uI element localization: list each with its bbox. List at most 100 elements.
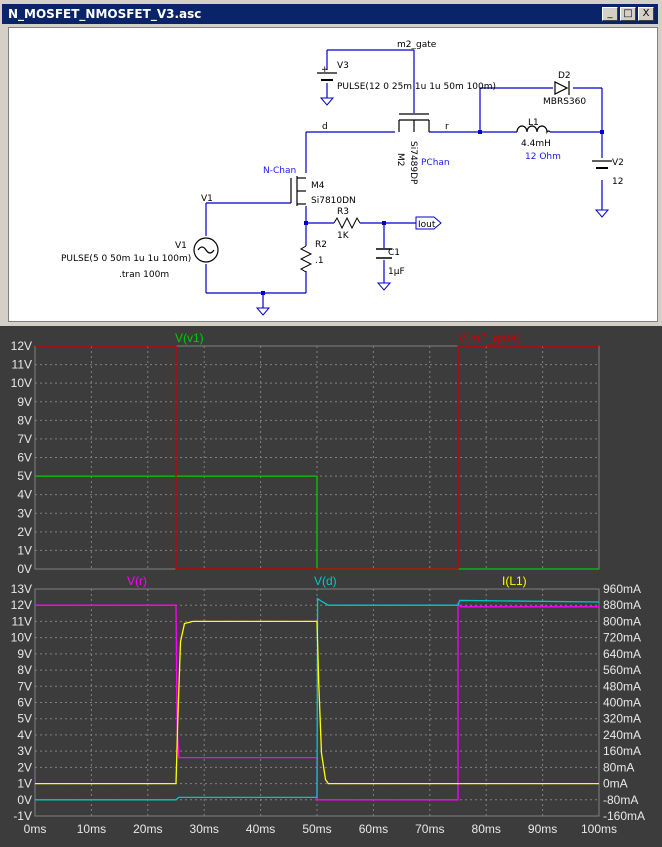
y2-tick-label: -160mA: [603, 809, 645, 823]
trace-v-d[interactable]: [35, 597, 600, 801]
y-tick-label: 12V: [11, 598, 32, 612]
x-tick-label: 40ms: [246, 822, 275, 836]
legend-i-l1[interactable]: I(L1): [502, 574, 527, 588]
y-tick-label: 1V: [17, 543, 32, 557]
y2-tick-label: -80mA: [603, 793, 638, 807]
legend-v-d[interactable]: V(d): [314, 574, 337, 588]
label-c1-name: C1: [388, 248, 400, 258]
trace-v-m2-gate[interactable]: [35, 345, 599, 570]
schematic-drawing: +: [61, 40, 624, 316]
title-bar[interactable]: N_MOSFET_NMOSFET_V3.asc _ □ X: [2, 4, 658, 24]
label-l1-name: L1: [528, 118, 539, 128]
x-tick-label: 90ms: [528, 822, 557, 836]
y-tick-label: 9V: [17, 647, 32, 661]
y-tick-label: 2V: [17, 760, 32, 774]
y2-tick-label: 960mA: [603, 582, 641, 596]
y2-tick-label: 240mA: [603, 728, 641, 742]
y2-tick-label: 880mA: [603, 598, 641, 612]
maximize-button[interactable]: □: [620, 7, 636, 21]
label-m2-value: Si7489DP: [408, 141, 418, 185]
y2-tick-label: 800mA: [603, 614, 641, 628]
x-tick-label: 80ms: [472, 822, 501, 836]
close-button[interactable]: X: [638, 7, 654, 21]
y2-tick-label: 400mA: [603, 696, 641, 710]
label-node-r: r: [445, 122, 449, 132]
y2-tick-label: 0mA: [603, 777, 628, 791]
y2-tick-label: 320mA: [603, 712, 641, 726]
label-r2-name: R2: [315, 240, 327, 250]
schematic-canvas[interactable]: +: [8, 27, 658, 322]
label-tran: .tran 100m: [119, 270, 169, 280]
y-tick-label: 7V: [17, 679, 32, 693]
trace-i-l1[interactable]: [35, 620, 599, 785]
y-tick-label: 2V: [17, 525, 32, 539]
label-v3-name: V3: [337, 61, 349, 71]
x-tick-label: 30ms: [190, 822, 219, 836]
y-tick-label: 0V: [17, 793, 32, 807]
top-plot-pane[interactable]: 0V1V2V3V4V5V6V7V8V9V10V11V12VV(v1)V(m2_g…: [11, 331, 600, 576]
svg-text:+: +: [321, 65, 329, 75]
r2-resistor-symbol: [299, 245, 313, 273]
label-m4-value: Si7810DN: [311, 196, 356, 206]
y-tick-label: 6V: [17, 451, 32, 465]
ground-icon: [255, 97, 610, 316]
y2-tick-label: 160mA: [603, 744, 641, 758]
legend-v-r[interactable]: V(r): [127, 574, 147, 588]
waveform-plot: 0V1V2V3V4V5V6V7V8V9V10V11V12VV(v1)V(m2_g…: [11, 331, 645, 836]
y-tick-label: 13V: [11, 582, 32, 596]
r3-resistor-symbol: [333, 216, 361, 230]
label-d2-name: D2: [558, 71, 571, 81]
y-tick-label: 4V: [17, 488, 32, 502]
l1-inductor-symbol: [516, 125, 551, 135]
legend-v-v1[interactable]: V(v1): [175, 331, 204, 345]
y-tick-label: 6V: [17, 696, 32, 710]
m2-mosfet-symbol: [398, 113, 430, 132]
m4-mosfet-symbol: [290, 176, 306, 206]
label-l1-res: 12 Ohm: [525, 152, 561, 162]
x-tick-label: 60ms: [359, 822, 388, 836]
y-tick-label: 5V: [17, 712, 32, 726]
legend-v-m2-gate[interactable]: V(m2_gate): [458, 331, 521, 345]
minimize-button[interactable]: _: [602, 7, 618, 21]
label-m4-name: M4: [311, 181, 325, 191]
schematic-window: N_MOSFET_NMOSFET_V3.asc _ □ X: [0, 0, 662, 326]
label-v1-name: V1: [175, 241, 187, 251]
y-tick-label: 9V: [17, 395, 32, 409]
label-v3-value: PULSE(12 0 25m 1u 1u 50m 100m): [337, 82, 496, 92]
label-r3-value: 1K: [337, 231, 350, 241]
y-tick-label: 11V: [12, 614, 32, 628]
x-tick-label: 50ms: [302, 822, 331, 836]
wires: [205, 49, 603, 308]
x-tick-label: 10ms: [77, 822, 106, 836]
y2-tick-label: 560mA: [603, 663, 641, 677]
label-v1-value: PULSE(5 0 50m 1u 1u 100m): [61, 254, 191, 264]
c1-capacitor-symbol: [376, 248, 392, 259]
y-tick-label: 7V: [17, 432, 32, 446]
label-nchan: N-Chan: [263, 166, 296, 176]
y-tick-label: 8V: [17, 663, 32, 677]
y-tick-label: 3V: [17, 744, 32, 758]
window-title: N_MOSFET_NMOSFET_V3.asc: [8, 7, 202, 21]
junction-dots: [261, 130, 604, 295]
x-tick-label: 20ms: [133, 822, 162, 836]
v1-source-symbol: [193, 237, 219, 263]
y-tick-label: 4V: [17, 728, 32, 742]
d2-diode-symbol: [554, 81, 570, 95]
label-m2-gate: m2_gate: [397, 40, 437, 50]
label-r3-name: R3: [337, 207, 349, 217]
iout-port[interactable]: [415, 216, 442, 230]
label-c1-value: 1µF: [388, 267, 405, 277]
y-tick-label: 3V: [17, 506, 32, 520]
label-v1-node: V1: [201, 194, 213, 204]
label-m2-type: PChan: [421, 158, 450, 168]
y-tick-label: 0V: [17, 562, 32, 576]
x-tick-label: 0ms: [24, 822, 47, 836]
y-tick-label: 8V: [17, 413, 32, 427]
label-d2-value: MBRS360: [543, 97, 586, 107]
y2-tick-label: 640mA: [603, 647, 641, 661]
y-tick-label: 11V: [12, 358, 32, 372]
label-m2-name: M2: [395, 153, 405, 167]
y-tick-label: -1V: [13, 809, 32, 823]
